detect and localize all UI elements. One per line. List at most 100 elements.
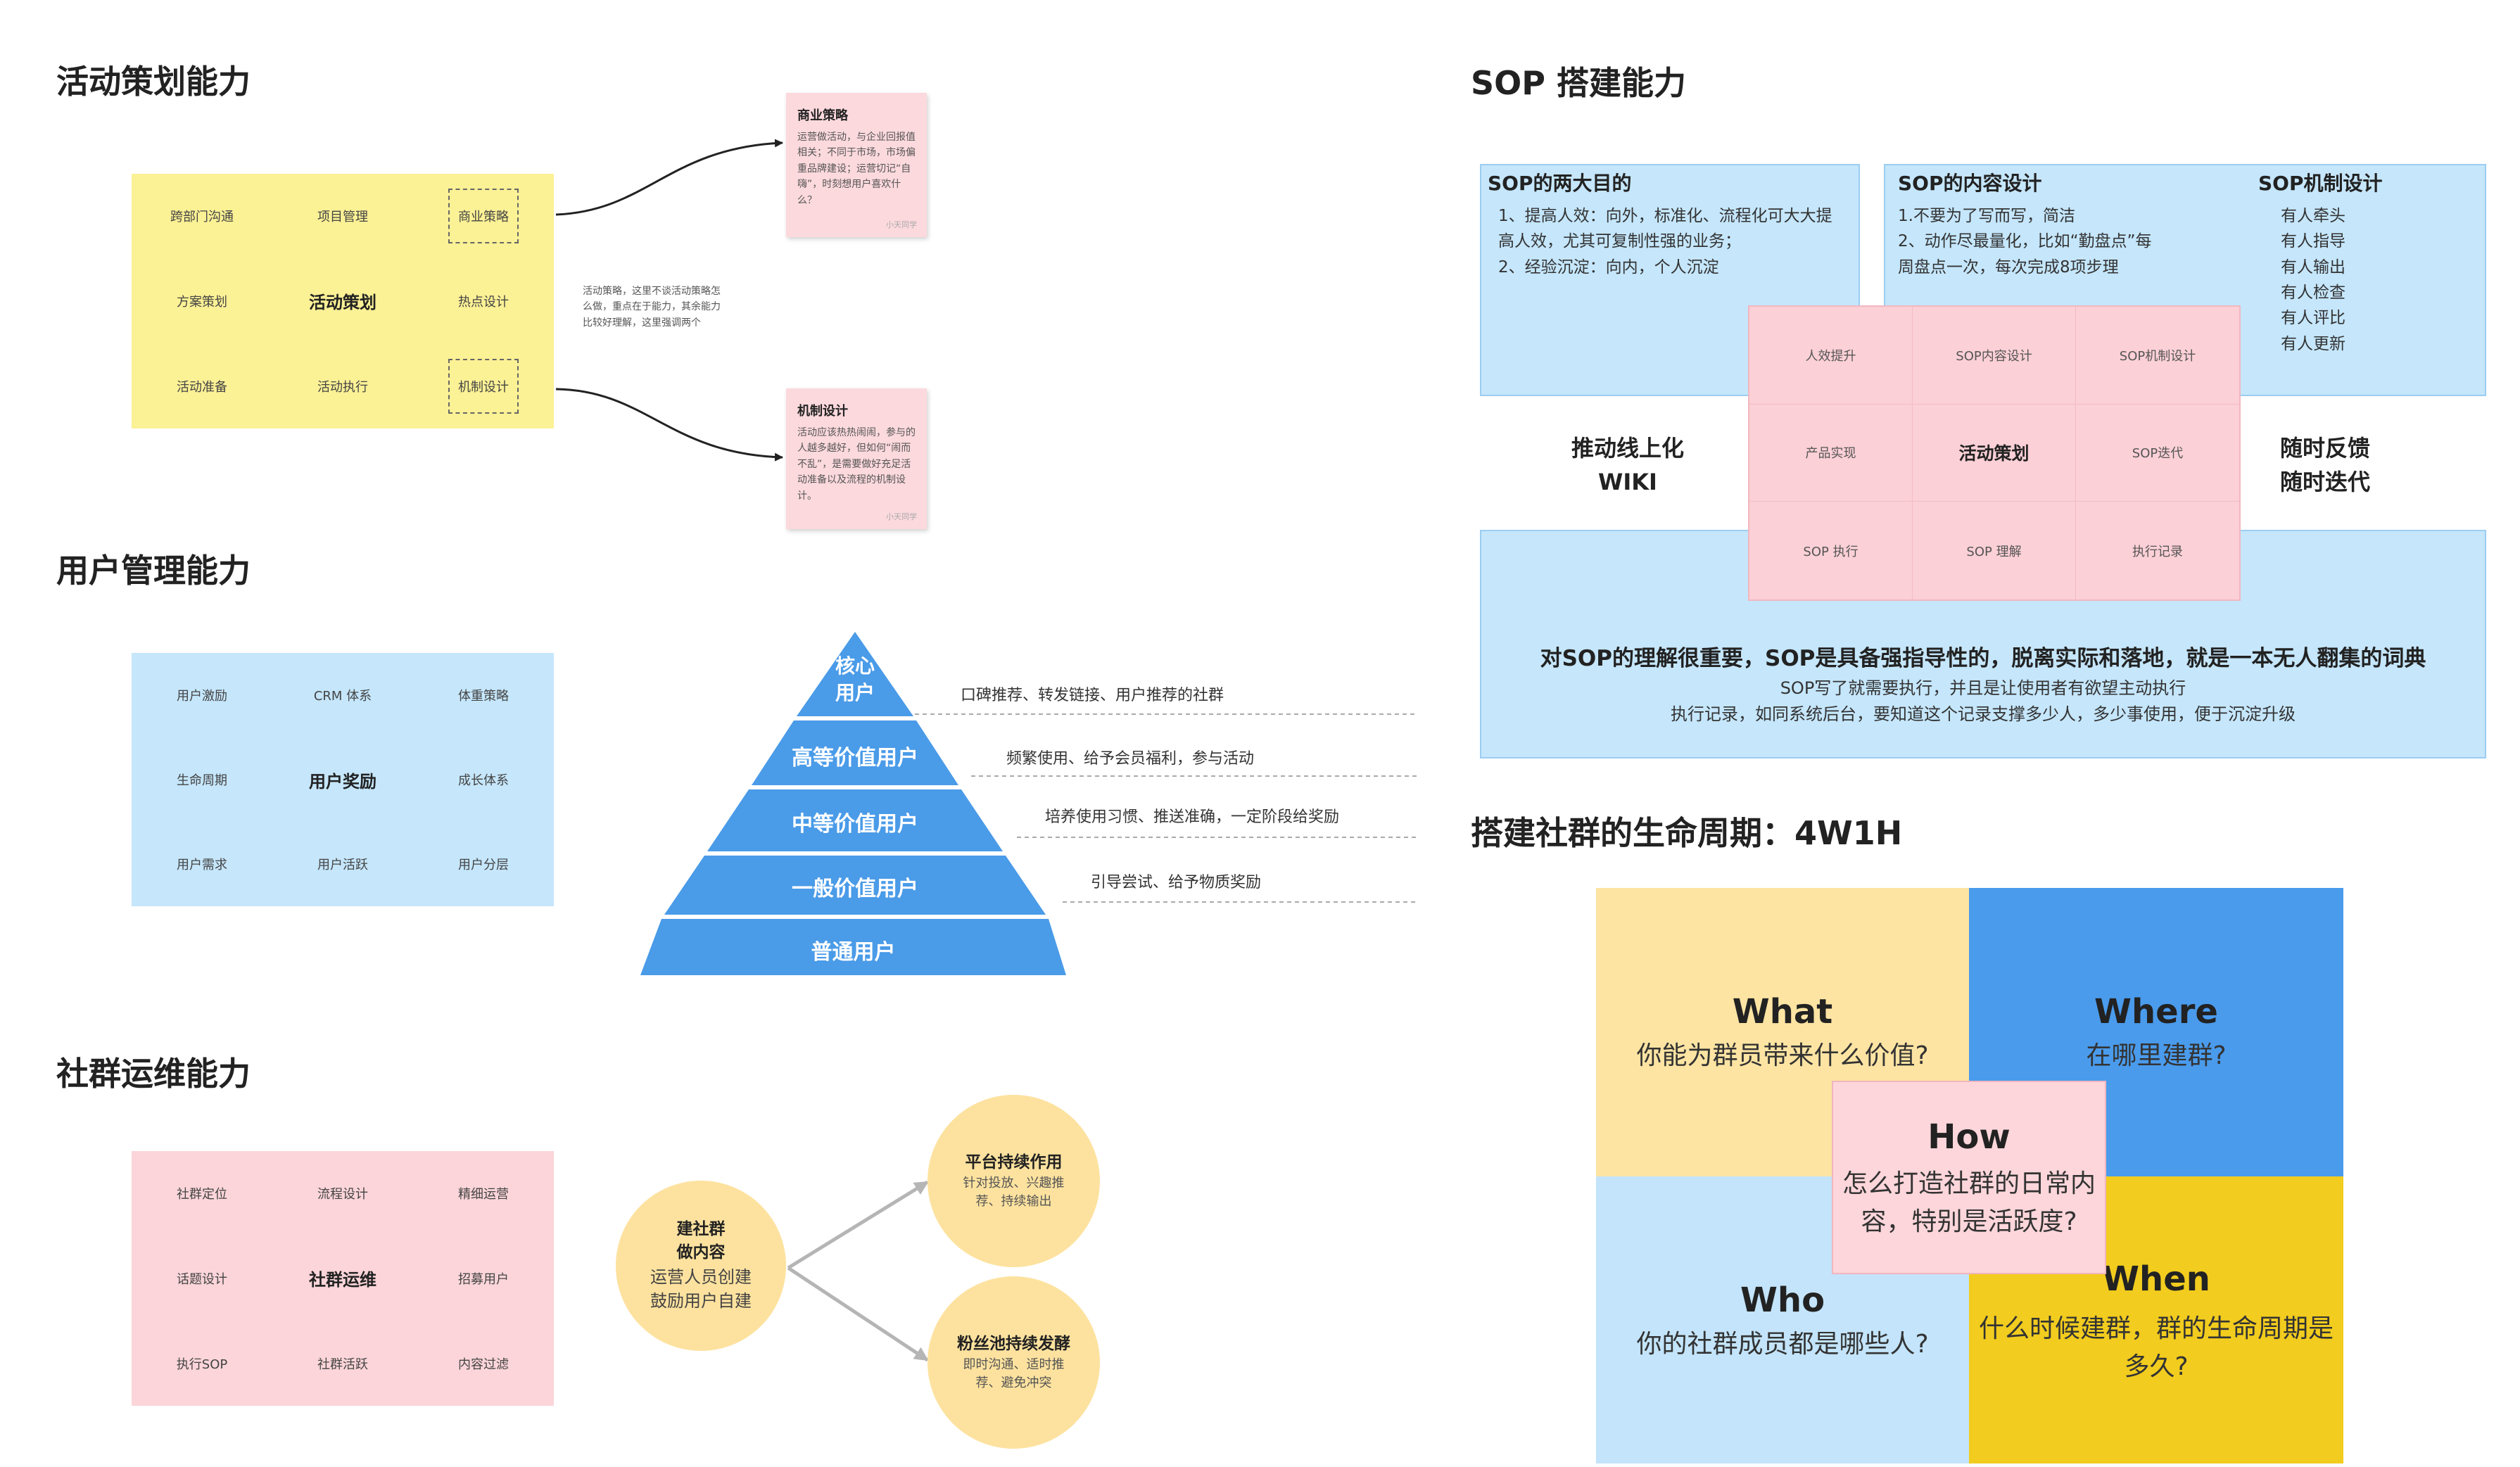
grid-cell[interactable]: 人效提升 bbox=[1749, 307, 1913, 405]
pyramid-desc-mid: 培养使用习惯、推送准确，一定阶段给奖励 bbox=[1045, 808, 1340, 826]
pyramid-label-normal: 一般价值用户 bbox=[792, 877, 918, 901]
grid-cell[interactable]: CRM 体系 bbox=[313, 689, 372, 704]
circle-title: 粉丝池持续发酵 bbox=[957, 1334, 1070, 1353]
grid-cell[interactable]: 产品实现 bbox=[1749, 404, 1913, 502]
grid-cell[interactable]: 执行记录 bbox=[2132, 544, 2183, 559]
quadrant-how[interactable]: How 怎么打造社群的日常内 容，特别是活跃度? bbox=[1832, 1081, 2106, 1274]
sop-right-label: 随时反馈 随时迭代 bbox=[2280, 435, 2371, 495]
community-section-title: 社群运维能力 bbox=[56, 1055, 251, 1093]
quadrant-body: 什么时候建群，群的生命周期是 多久? bbox=[1978, 1314, 2334, 1381]
grid-cell[interactable]: 话题设计 bbox=[177, 1271, 227, 1287]
arrow-to-mechanism-note bbox=[555, 388, 783, 462]
quadrant-title: When bbox=[2102, 1259, 2210, 1299]
grid-cell[interactable]: SOP内容设计 bbox=[1913, 307, 2076, 405]
grid-cell[interactable]: SOP 理解 bbox=[1913, 502, 2076, 599]
note-stamp: 小天同学 bbox=[886, 512, 917, 521]
sop-goals-title: SOP的两大目的 bbox=[1488, 172, 1632, 195]
grid-cell[interactable]: 社群活跃 bbox=[317, 1357, 368, 1372]
grid-cell[interactable]: 流程设计 bbox=[317, 1187, 368, 1202]
user-grid: 用户激励 CRM 体系 体重策略 生命周期 用户奖励 成长体系 用户需求 用户活… bbox=[132, 653, 554, 906]
pyramid-level-core bbox=[797, 632, 913, 716]
pyramid-label-core: 核心 用户 bbox=[835, 654, 875, 704]
user-section-title: 用户管理能力 bbox=[56, 552, 251, 590]
grid-cell[interactable]: 执行SOP bbox=[176, 1357, 228, 1372]
pyramid-desc-high: 频繁使用、给予会员福利，参与活动 bbox=[1006, 750, 1255, 768]
circle-platform[interactable]: 平台持续作用 针对投放、兴趣推 荐、持续输出 bbox=[927, 1095, 1100, 1267]
grid-center-cell[interactable]: 活动策划 bbox=[309, 293, 376, 313]
note-title: 商业策略 bbox=[797, 108, 848, 123]
grid-cell-label: 商业策略 bbox=[448, 189, 519, 244]
sop-content-lines: 1.不要为了写而写，简洁 2、动作尽最量化，比如“勤盘点”每 周盘点一次，每次完… bbox=[1898, 203, 2222, 280]
grid-cell[interactable]: SOP机制设计 bbox=[2076, 307, 2239, 405]
circle-body: 运营人员创建 鼓励用户自建 bbox=[650, 1266, 752, 1312]
grid-cell[interactable]: 方案策划 bbox=[177, 294, 227, 310]
sop-left-label: 推动线上化 WIKI bbox=[1571, 435, 1684, 495]
quadrant-body: 你的社群成员都是哪些人? bbox=[1636, 1330, 1929, 1359]
sop-goals-line: 2、经验沉淀：向内，个人沉淀 bbox=[1498, 258, 1719, 277]
grid-center-cell[interactable]: 活动策划 bbox=[1913, 404, 2076, 502]
grid-cell[interactable]: 用户激励 bbox=[177, 689, 227, 704]
grid-center-cell[interactable]: 用户奖励 bbox=[309, 771, 376, 792]
circle-title: 平台持续作用 bbox=[965, 1152, 1063, 1171]
activity-grid: 跨部门沟通 项目管理 商业策略 方案策划 活动策划 热点设计 活动准备 活动执行… bbox=[132, 174, 554, 428]
sop-content-line: 2、动作尽最量化，比如“勤盘点”每 bbox=[1898, 232, 2152, 251]
sop-headline: 对SOP的理解很重要，SOP是具备强指导性的，脱离实际和落地，就是一本无人翻集的… bbox=[1540, 646, 2426, 671]
sop-line-1: SOP写了就需要执行，并且是让使用者有欲望主动执行 bbox=[1780, 678, 2186, 698]
pyramid-level-mid bbox=[707, 789, 1003, 851]
sop-mechanism-line: 有人牵头 bbox=[2281, 207, 2345, 225]
note-stamp: 小天同学 bbox=[886, 220, 917, 229]
grid-cell[interactable]: 项目管理 bbox=[317, 210, 368, 225]
note-title: 机制设计 bbox=[797, 404, 848, 419]
circle-build-community[interactable]: 建社群 做内容 运营人员创建 鼓励用户自建 bbox=[616, 1181, 786, 1351]
sop-content-title: SOP的内容设计 bbox=[1898, 172, 2042, 195]
pyramid-level-basic bbox=[640, 919, 1066, 975]
sop-mechanism-title: SOP机制设计 bbox=[2258, 172, 2383, 195]
commercial-strategy-note[interactable]: 商业策略 运营做活动，与企业回报值相关；不同于市场，市场偏重品牌建设；运营切记“… bbox=[786, 93, 927, 237]
circle-fans-pool[interactable]: 粉丝池持续发酵 即时沟通、适时推 荐、避免冲突 bbox=[927, 1276, 1100, 1449]
grid-cell[interactable]: 生命周期 bbox=[177, 773, 227, 788]
pyramid-label-basic: 普通用户 bbox=[811, 940, 896, 965]
grid-cell[interactable]: 精细运营 bbox=[458, 1187, 509, 1202]
pyramid-level-high bbox=[752, 720, 958, 785]
grid-cell[interactable]: 用户分层 bbox=[458, 858, 509, 872]
sop-content-line: 1.不要为了写而写，简洁 bbox=[1898, 207, 2075, 225]
grid-cell[interactable]: 用户需求 bbox=[177, 858, 227, 872]
grid-cell-commercial[interactable]: 商业策略 bbox=[413, 174, 554, 259]
sop-mechanism-line: 有人更新 bbox=[2281, 334, 2345, 353]
circle-body: 即时沟通、适时推 荐、避免冲突 bbox=[963, 1357, 1065, 1391]
grid-cell[interactable]: 社群定位 bbox=[177, 1187, 227, 1202]
quadrant-title: How bbox=[1927, 1117, 2011, 1157]
sop-mechanism-line: 有人指导 bbox=[2281, 232, 2345, 251]
grid-cell[interactable]: SOP迭代 bbox=[2076, 405, 2239, 502]
grid-cell[interactable]: 活动执行 bbox=[317, 379, 368, 395]
grid-cell[interactable]: 用户活跃 bbox=[317, 858, 368, 872]
grid-cell[interactable]: 活动准备 bbox=[177, 379, 227, 395]
grid-cell[interactable]: 内容过滤 bbox=[458, 1357, 509, 1372]
grid-center-cell[interactable]: 社群运维 bbox=[309, 1270, 376, 1290]
community-arrow-bottom bbox=[787, 1266, 929, 1362]
grid-cell[interactable]: 体重策略 bbox=[458, 689, 509, 704]
lifecycle-section-title: 搭建社群的生命周期：4W1H bbox=[1471, 814, 1903, 852]
grid-cell[interactable]: 成长体系 bbox=[458, 773, 509, 788]
grid-cell[interactable]: 热点设计 bbox=[458, 294, 509, 310]
grid-cell[interactable]: 跨部门沟通 bbox=[170, 210, 234, 225]
sop-mechanism-line: 有人检查 bbox=[2281, 283, 2345, 302]
sop-goals-line: 高人效，尤其可复制性强的业务； bbox=[1498, 232, 1741, 251]
circle-body: 针对投放、兴趣推 荐、持续输出 bbox=[963, 1176, 1065, 1209]
quadrant-body: 怎么打造社群的日常内 容，特别是活跃度? bbox=[1842, 1169, 2096, 1236]
pyramid-desc-normal: 引导尝试、给予物质奖励 bbox=[1091, 874, 1262, 891]
sop-line-2: 执行记录，如同系统后台，要知道这个记录支撑多少人，多少事使用，便于沉淀升级 bbox=[1671, 704, 2296, 724]
grid-cell[interactable]: 招募用户 bbox=[458, 1271, 509, 1287]
quadrant-title: Who bbox=[1740, 1281, 1825, 1320]
sop-mechanism-lines: 有人牵头 有人指导 有人输出 有人检查 有人评比 有人更新 bbox=[2281, 203, 2421, 357]
note-body: 活动应该热热闹闹，参与的人越多越好，但如何“闹而不乱”，是需要做好充足活动准备以… bbox=[797, 427, 916, 502]
mechanism-design-note[interactable]: 机制设计 活动应该热热闹闹，参与的人越多越好，但如何“闹而不乱”，是需要做好充足… bbox=[786, 388, 927, 529]
sop-goals-lines: 1、提高人效：向外，标准化、流程化可大大提 高人效，尤其可复制性强的业务； 2、… bbox=[1498, 203, 1857, 280]
quadrant-body: 在哪里建群? bbox=[2086, 1041, 2227, 1070]
grid-cell[interactable]: SOP 执行 bbox=[1749, 502, 1913, 599]
community-arrow-top bbox=[787, 1180, 929, 1270]
sop-mechanism-line: 有人评比 bbox=[2281, 309, 2345, 328]
grid-cell-mechanism[interactable]: 机制设计 bbox=[413, 343, 554, 428]
activity-annotation-text: 活动策略，这里不谈活动策略怎么做，重点在于能力，其余能力比较好理解，这里强调两个 bbox=[583, 286, 721, 329]
